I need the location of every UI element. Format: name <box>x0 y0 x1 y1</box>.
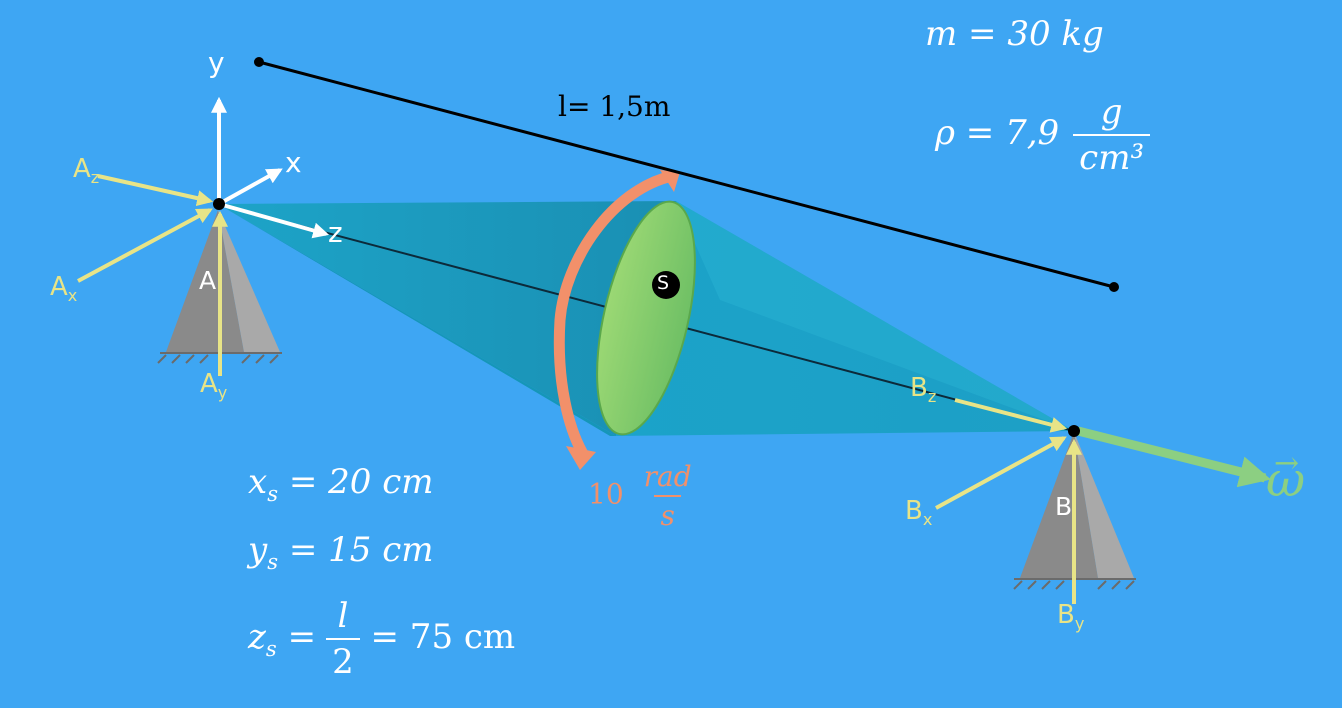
omega-symbol: → ω <box>1266 446 1306 508</box>
point-a <box>213 198 225 210</box>
force-by-label: By <box>1057 600 1085 634</box>
axis-y-label: y <box>208 46 225 79</box>
axis-z-label: z <box>328 216 343 249</box>
support-b-label: B <box>1055 492 1073 521</box>
mass-value: m = 30 kg <box>925 14 1104 54</box>
force-ax-label: Ax <box>50 272 78 306</box>
point-b <box>1068 425 1080 437</box>
support-a-label: A <box>199 266 217 295</box>
support-b <box>1013 432 1136 590</box>
disc <box>596 200 696 436</box>
force-bx-label: Bx <box>905 496 933 530</box>
forces-a <box>77 174 228 376</box>
length-dimension <box>254 57 1119 292</box>
force-bz-label: Bz <box>910 373 937 407</box>
omega-vector <box>1076 426 1272 488</box>
force-az-label: Az <box>73 154 100 188</box>
axis-x-label: x <box>285 146 302 179</box>
centroid-xs: xs = 20 cm <box>248 462 434 506</box>
centroid-label: S <box>657 272 670 294</box>
forces-b <box>935 398 1082 604</box>
centroid-ys: ys = 15 cm <box>248 530 434 574</box>
force-ay-label: Ay <box>200 369 228 403</box>
rotation-arrow <box>553 170 680 470</box>
support-a <box>157 210 282 364</box>
centroid-marker <box>652 271 680 299</box>
length-label: l= 1,5m <box>558 90 671 123</box>
coordinate-axes <box>211 96 330 239</box>
